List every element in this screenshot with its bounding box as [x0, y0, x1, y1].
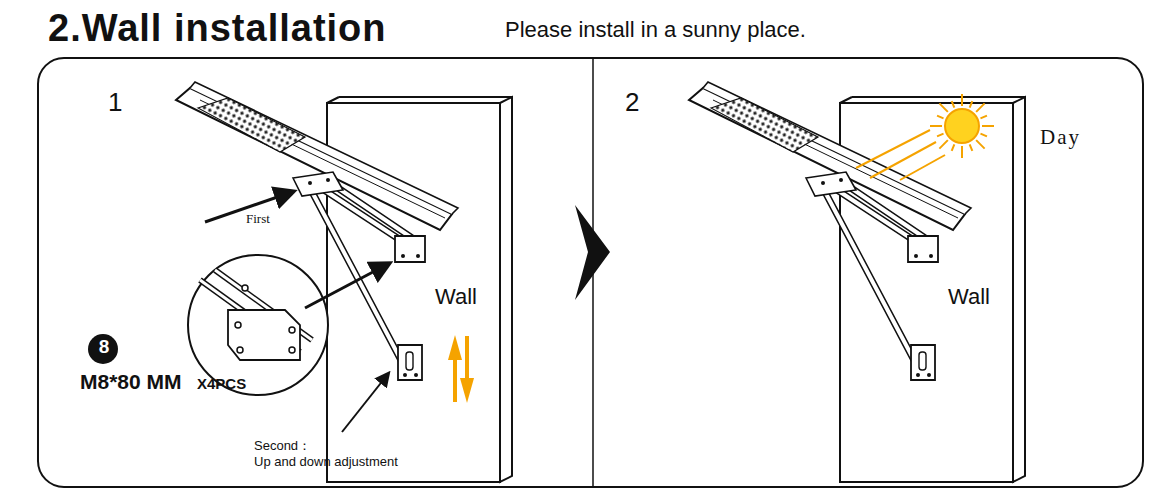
sun-ray — [952, 144, 955, 150]
leader-arrow — [305, 264, 388, 308]
wall-label: Wall — [948, 285, 990, 309]
callout-text: First — [246, 212, 270, 226]
sun-ray — [939, 140, 947, 148]
bolt-count: X4PCS — [197, 376, 246, 393]
lamp-on-wall — [176, 82, 512, 482]
sun-ray — [961, 146, 963, 158]
bolt-spec: M8*80 MM — [80, 370, 182, 393]
sun-ray — [980, 134, 986, 137]
wall-label: Wall — [435, 285, 477, 309]
sun-ray — [939, 103, 947, 111]
sun-ray — [961, 94, 963, 106]
sun-ray — [970, 101, 973, 107]
title: 2.Wall installation — [48, 8, 387, 50]
callout-number: 8 — [92, 337, 116, 358]
sun-ray — [982, 125, 994, 127]
lamp-on-wall — [689, 82, 1025, 482]
sun-ray — [937, 134, 943, 137]
callout-text: Second： — [254, 439, 311, 453]
sun-ray — [980, 116, 986, 119]
panel-frame — [38, 58, 1143, 487]
step-chevron — [575, 205, 610, 300]
sun-ray — [976, 103, 984, 111]
bracket-detail-inset — [188, 255, 328, 395]
sun — [856, 94, 994, 180]
wall: Wall — [327, 103, 500, 482]
step-number: 2 — [625, 88, 639, 117]
wall: Wall — [840, 103, 1013, 482]
adjust-arrows — [448, 335, 474, 403]
sun-ray — [930, 125, 942, 127]
leader-arrow — [342, 374, 388, 432]
step-number: 1 — [108, 88, 122, 117]
step-panel: 2Wall — [593, 58, 1143, 487]
sun-ray — [970, 144, 973, 150]
step-panel: 1Wall — [38, 58, 593, 487]
day-label: Day — [1040, 126, 1081, 149]
sun-ray — [937, 116, 943, 119]
sun-ray — [976, 140, 984, 148]
callout-text: Up and down adjustment — [254, 455, 398, 469]
note: Please install in a sunny place. — [505, 18, 806, 42]
sun-ray — [952, 101, 955, 107]
